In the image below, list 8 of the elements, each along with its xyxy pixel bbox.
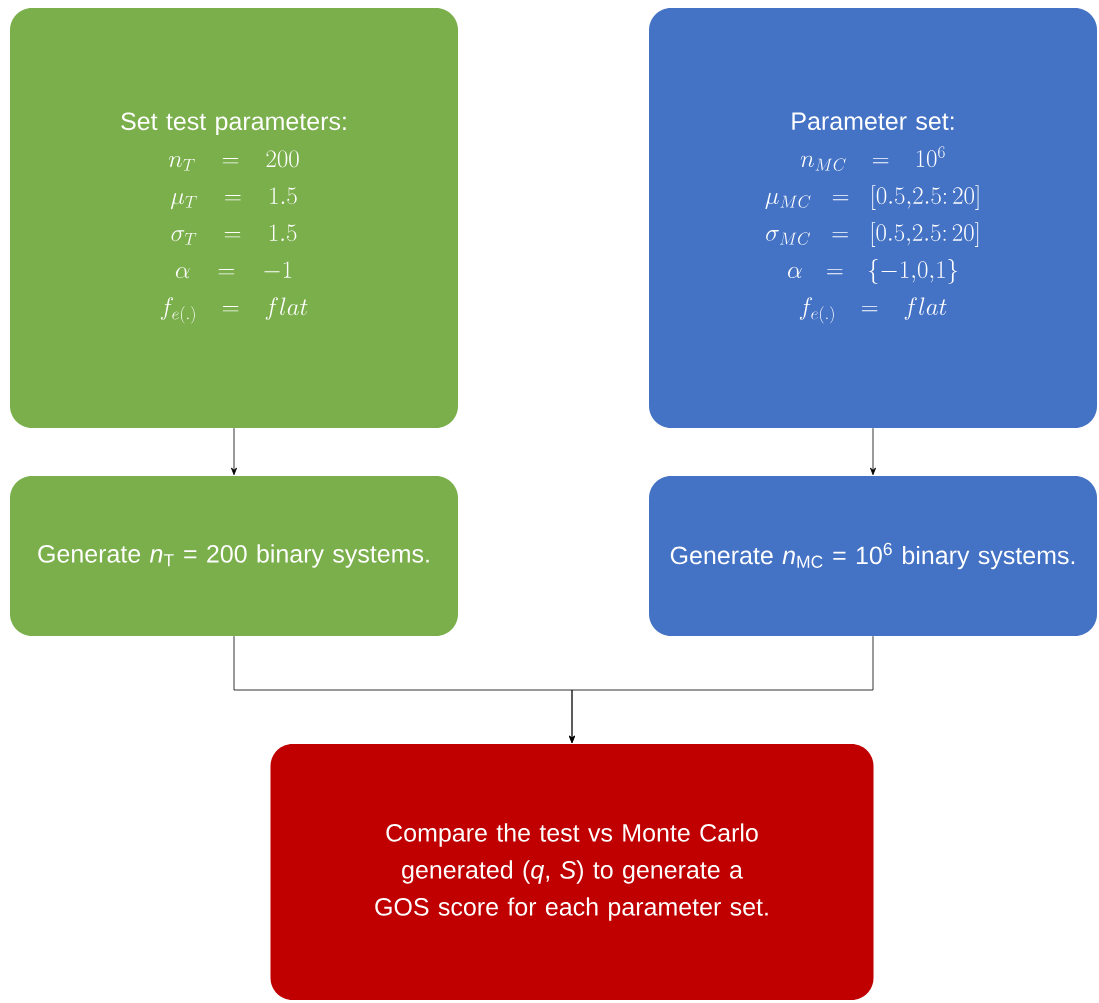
process-box: Generate n$_{T}$ = 200 binary systems. bbox=[10, 476, 458, 636]
arrow bbox=[870, 427, 876, 476]
process-box: Generate n$_{MC}$ = 10$^{6}$ binary systems. bbox=[649, 476, 1097, 636]
arrow bbox=[569, 635, 874, 744]
process-box: Compare the test vs Monte Carlo generated (q, S) to generate a GOS score for each parameter set. bbox=[270, 744, 874, 1000]
process-box: Parameter set: $n_{MC} = 10^6$ $\mu_{MC} = [0.5{,}2.5\colon 20]$ $\sigma_{MC} = [0.5{,}2.5\colon 20]$ $\alpha = \{-1{,}0{,}1\}$ $f_{e(.)} = flat$ bbox=[649, 8, 1097, 428]
process-box: Set test parameters: $n_T = 200$ $\mu_T = 1.5$ $\sigma_T = 1.5$ $\alpha = -1$ $f_{e(.)} = flat$ bbox=[10, 8, 458, 428]
arrow bbox=[231, 427, 237, 476]
